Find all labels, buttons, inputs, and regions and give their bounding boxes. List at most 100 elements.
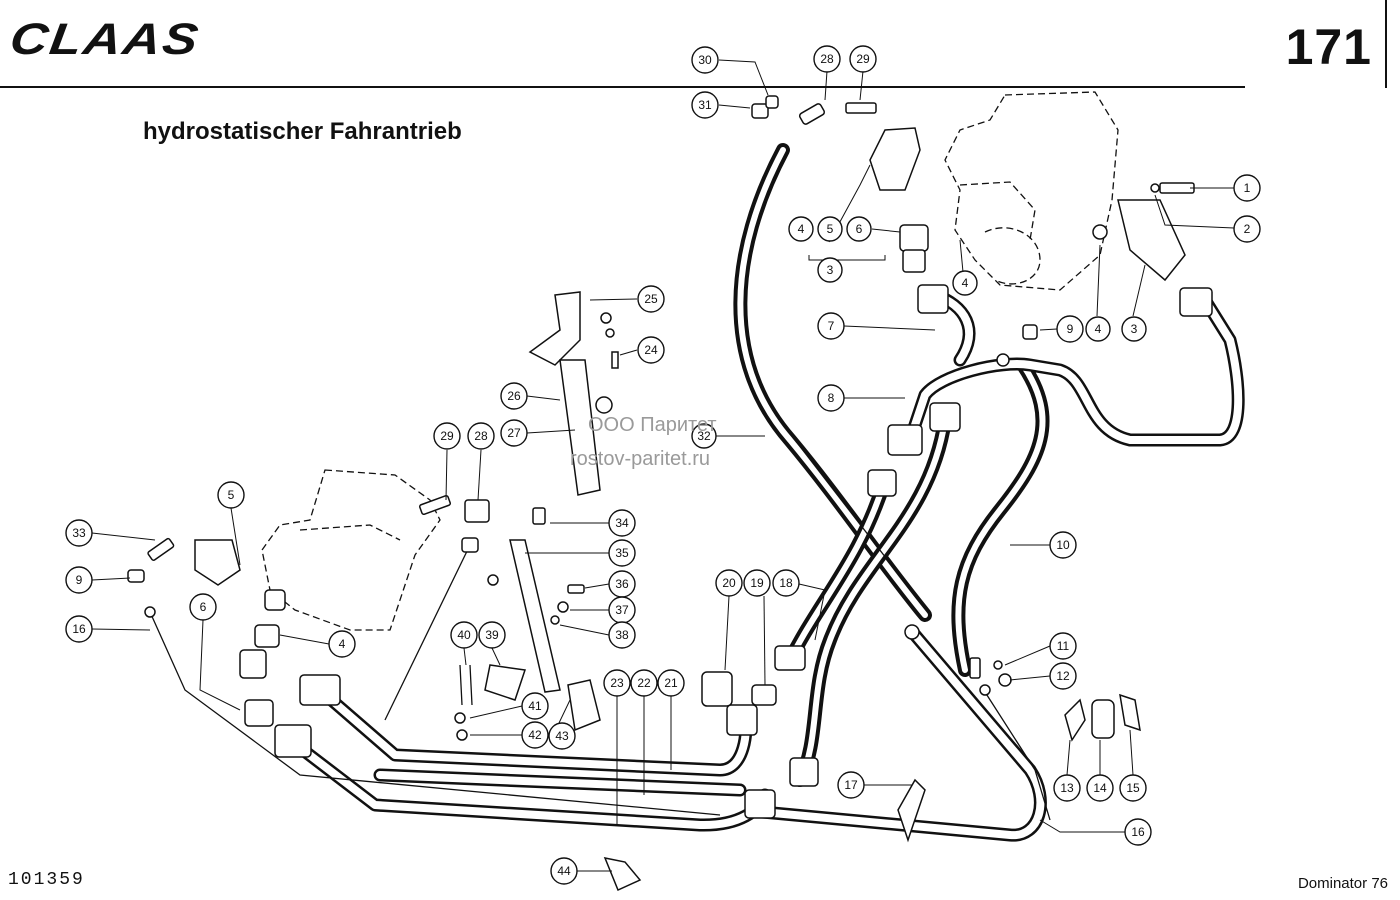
callout-11[interactable]: 11 [1049, 632, 1077, 660]
callout-8[interactable]: 8 [817, 384, 845, 412]
callout-9[interactable]: 9 [65, 566, 93, 594]
watermark-company: ООО Паритет [588, 414, 717, 436]
callout-37[interactable]: 37 [608, 596, 636, 624]
callout-10[interactable]: 10 [1049, 531, 1077, 559]
svg-text:4: 4 [962, 276, 969, 290]
svg-text:28: 28 [474, 429, 488, 443]
svg-text:18: 18 [779, 576, 793, 590]
fittings [127, 95, 1213, 819]
drawing-number: 101359 [8, 870, 85, 890]
callout-28[interactable]: 28 [467, 422, 495, 450]
callout-29[interactable]: 29 [849, 45, 877, 73]
svg-text:5: 5 [827, 222, 834, 236]
callout-44[interactable]: 44 [550, 857, 578, 885]
callouts: 30 31 28 29 1 2 4 5 6 3 4 7 9 4 3 25 24 … [65, 45, 1261, 885]
svg-text:33: 33 [72, 526, 86, 540]
callout-27[interactable]: 27 [500, 419, 528, 447]
callout-31[interactable]: 31 [691, 91, 719, 119]
callout-13[interactable]: 13 [1053, 774, 1081, 802]
callout-18[interactable]: 18 [772, 569, 800, 597]
callout-42[interactable]: 42 [521, 721, 549, 749]
svg-text:44: 44 [557, 864, 571, 878]
svg-text:15: 15 [1126, 781, 1140, 795]
svg-text:22: 22 [637, 676, 651, 690]
svg-text:25: 25 [644, 292, 658, 306]
svg-text:32: 32 [697, 429, 711, 443]
brackets [454, 291, 1141, 892]
header-divider-right [1385, 0, 1387, 88]
callout-24[interactable]: 24 [637, 336, 665, 364]
callout-34[interactable]: 34 [608, 509, 636, 537]
callout-4[interactable]: 4 [328, 630, 356, 658]
callout-14[interactable]: 14 [1086, 774, 1114, 802]
callout-28[interactable]: 28 [813, 45, 841, 73]
callout-30[interactable]: 30 [691, 46, 719, 74]
svg-text:9: 9 [76, 573, 83, 587]
callout-19[interactable]: 19 [743, 569, 771, 597]
callout-4[interactable]: 4 [952, 270, 978, 296]
callout-9[interactable]: 9 [1056, 315, 1084, 343]
callout-1[interactable]: 1 [1233, 174, 1261, 202]
callout-39[interactable]: 39 [478, 621, 506, 649]
callout-3[interactable]: 3 [1121, 316, 1147, 342]
callout-26[interactable]: 26 [500, 382, 528, 410]
callout-21[interactable]: 21 [657, 669, 685, 697]
callout-43[interactable]: 43 [548, 722, 576, 750]
callout-22[interactable]: 22 [630, 669, 658, 697]
callout-36[interactable]: 36 [608, 570, 636, 598]
callout-38[interactable]: 38 [608, 621, 636, 649]
svg-text:41: 41 [528, 699, 542, 713]
rod-32 [384, 439, 931, 721]
svg-text:4: 4 [339, 637, 346, 651]
callout-20[interactable]: 20 [715, 569, 743, 597]
callout-41[interactable]: 41 [521, 692, 549, 720]
svg-text:17: 17 [844, 778, 858, 792]
callout-25[interactable]: 25 [637, 285, 665, 313]
callout-5[interactable]: 5 [817, 216, 843, 242]
pipe-16-left [149, 611, 1051, 821]
callout-40[interactable]: 40 [450, 621, 478, 649]
pipe-16-bottom [755, 628, 1047, 842]
callout-5[interactable]: 5 [217, 481, 245, 509]
svg-text:35: 35 [615, 546, 629, 560]
svg-text:12: 12 [1056, 669, 1070, 683]
callout-3[interactable]: 3 [817, 257, 843, 283]
svg-text:28: 28 [820, 52, 834, 66]
hose-18 [783, 413, 952, 787]
svg-text:39: 39 [485, 628, 499, 642]
callout-6[interactable]: 6 [846, 216, 872, 242]
svg-text:30: 30 [698, 53, 712, 67]
callout-29[interactable]: 29 [433, 422, 461, 450]
callout-23[interactable]: 23 [603, 669, 631, 697]
svg-text:1: 1 [1244, 181, 1251, 195]
callout-7[interactable]: 7 [817, 312, 845, 340]
svg-text:6: 6 [856, 222, 863, 236]
model-name: Dominator 76 [1297, 875, 1388, 892]
callout-35[interactable]: 35 [608, 539, 636, 567]
callout-16[interactable]: 16 [65, 615, 93, 643]
svg-text:11: 11 [1057, 639, 1070, 653]
callout-16[interactable]: 16 [1124, 818, 1152, 846]
callout-4[interactable]: 4 [788, 216, 814, 242]
callout-4[interactable]: 4 [1085, 316, 1111, 342]
motor-outline [261, 469, 441, 631]
callout-15[interactable]: 15 [1119, 774, 1147, 802]
callout-12[interactable]: 12 [1049, 662, 1077, 690]
svg-text:36: 36 [615, 577, 629, 591]
header-divider-left [0, 86, 1245, 88]
pipe-8 [903, 293, 1245, 447]
callout-6[interactable]: 6 [189, 593, 217, 621]
svg-text:5: 5 [228, 488, 235, 502]
callout-32[interactable]: 32 [691, 423, 717, 449]
svg-text:24: 24 [644, 343, 658, 357]
svg-text:37: 37 [615, 603, 629, 617]
callout-33[interactable]: 33 [65, 519, 93, 547]
svg-text:34: 34 [615, 516, 629, 530]
callout-2[interactable]: 2 [1233, 215, 1261, 243]
svg-text:3: 3 [1131, 322, 1138, 336]
svg-text:20: 20 [722, 576, 736, 590]
callout-17[interactable]: 17 [837, 771, 865, 799]
watermark-url: rostov-paritet.ru [570, 448, 711, 470]
svg-text:38: 38 [615, 628, 629, 642]
